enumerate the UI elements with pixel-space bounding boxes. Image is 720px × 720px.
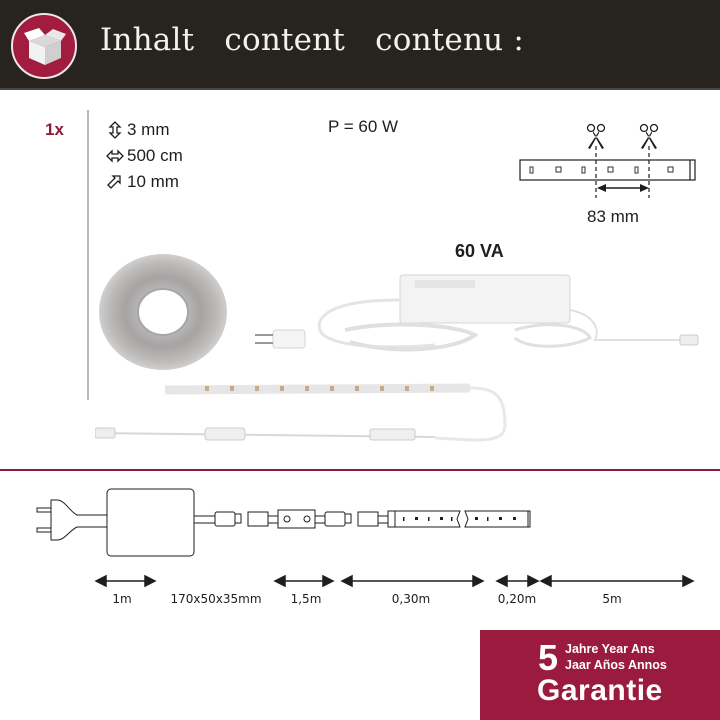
led-strip-extended (95, 383, 507, 442)
dim-label-psu-cable: 1,5m (290, 592, 322, 606)
page-title: Inhalt content contenu : (100, 22, 524, 58)
warranty-label: Garantie (537, 674, 663, 707)
transformer-rating: 60 VA (455, 241, 504, 261)
height-arrow-icon (108, 121, 122, 139)
dim-label-plug-cable: 1m (112, 592, 132, 606)
product-photo (95, 254, 699, 442)
warranty-badge: 5 Jahre Year Ans Jaar Años Annos Garanti… (480, 630, 720, 720)
warranty-years: 5 (538, 637, 559, 678)
spec-width-value: 500 cm (127, 146, 183, 165)
scissors-icon (586, 123, 606, 149)
quantity-label: 1x (45, 120, 64, 139)
power-rating: P = 60 W (328, 117, 399, 136)
cut-interval-label: 83 mm (587, 207, 639, 226)
spec-depth-value: 10 mm (127, 172, 179, 191)
content-badge (11, 13, 77, 79)
spec-depth: 10 mm (106, 172, 179, 192)
dim-label-lead-cable: 0,20m (497, 592, 537, 606)
open-box-icon (24, 28, 66, 65)
spec-height-value: 3 mm (127, 120, 170, 139)
warranty-line-1: Jahre Year Ans (565, 642, 655, 656)
dim-label-switch-cable: 0,30m (391, 592, 431, 606)
depth-arrow-icon (107, 175, 121, 189)
spec-height: 3 mm (106, 120, 170, 140)
wiring-schematic (36, 488, 531, 557)
power-supply (255, 274, 699, 352)
cut-diagram (519, 123, 696, 198)
header-bar: Inhalt content contenu : (0, 0, 720, 90)
scissors-icon (639, 123, 659, 149)
vertical-divider (87, 110, 89, 400)
dimension-arrows (94, 574, 695, 588)
section-divider (0, 469, 720, 471)
warranty-line-2: Jaar Años Annos (565, 658, 667, 672)
width-arrow-icon (106, 149, 124, 163)
led-reel (99, 254, 227, 370)
dim-label-strip-length: 5m (602, 592, 622, 606)
dim-label-psu-size: 170x50x35mm (170, 592, 262, 606)
spec-width: 500 cm (106, 146, 183, 166)
